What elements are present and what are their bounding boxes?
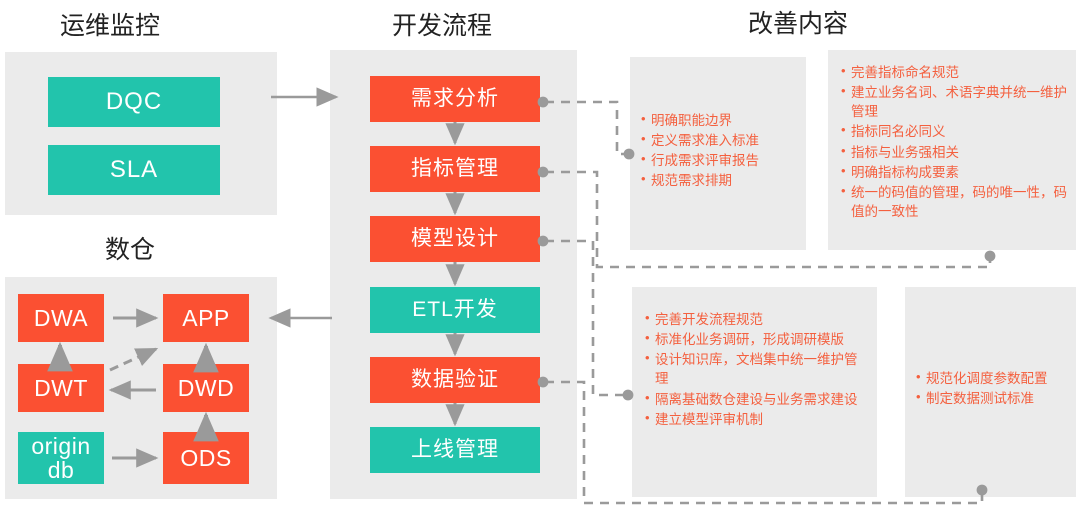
list-item: 指标同名必同义 bbox=[840, 121, 1068, 141]
improve-box-verification-list: 规范化调度参数配置 制定数据测试标准 bbox=[915, 368, 1068, 408]
dw-node-origin-db-label-line1: origin bbox=[31, 432, 91, 459]
dw-node-ods[interactable]: ODS bbox=[163, 432, 249, 484]
list-item: 建立业务名词、术语字典并统一维护管理 bbox=[840, 82, 1068, 121]
dev-step-requirement-analysis[interactable]: 需求分析 bbox=[370, 76, 540, 122]
dw-node-app[interactable]: APP bbox=[163, 294, 249, 342]
improve-box-metric: 完善指标命名规范 建立业务名词、术语字典并统一维护管理 指标同名必同义 指标与业… bbox=[828, 50, 1076, 250]
dev-step-release-management-label: 上线管理 bbox=[411, 437, 499, 461]
list-item: 指标与业务强相关 bbox=[840, 142, 1068, 162]
dw-node-ods-label: ODS bbox=[180, 444, 232, 471]
improve-box-model-dev: 完善开发流程规范 标准化业务调研，形成调研模版 设计知识库，文档集中统一维护管理… bbox=[632, 287, 877, 497]
improve-box-metric-list: 完善指标命名规范 建立业务名词、术语字典并统一维护管理 指标同名必同义 指标与业… bbox=[840, 62, 1068, 221]
dev-step-metric-management[interactable]: 指标管理 bbox=[370, 146, 540, 192]
list-item: 完善开发流程规范 bbox=[644, 309, 867, 329]
dev-step-data-verification[interactable]: 数据验证 bbox=[370, 357, 540, 403]
dw-node-dwt[interactable]: DWT bbox=[18, 364, 104, 412]
dw-node-dwa-label: DWA bbox=[33, 304, 89, 331]
dev-step-requirement-analysis-label: 需求分析 bbox=[411, 86, 499, 110]
heading-dev: 开发流程 bbox=[392, 12, 493, 40]
list-item: 统一的码值的管理，码的唯一性，码值的一致性 bbox=[840, 182, 1068, 221]
dw-node-origin-db[interactable]: origin db bbox=[18, 432, 104, 484]
list-item: 隔离基础数仓建设与业务需求建设 bbox=[644, 389, 867, 409]
improve-box-requirement: 明确职能边界 定义需求准入标准 行成需求评审报告 规范需求排期 bbox=[630, 57, 806, 250]
dev-step-model-design-label: 模型设计 bbox=[411, 226, 499, 250]
list-item: 明确指标构成要素 bbox=[840, 162, 1068, 182]
dw-node-dwa[interactable]: DWA bbox=[18, 294, 104, 342]
dw-node-dwd[interactable]: DWD bbox=[163, 364, 249, 412]
list-item: 标准化业务调研，形成调研模版 bbox=[644, 329, 867, 349]
improve-box-requirement-list: 明确职能边界 定义需求准入标准 行成需求评审报告 规范需求排期 bbox=[640, 110, 798, 191]
dw-node-dwt-label: DWT bbox=[34, 374, 88, 401]
dev-step-data-verification-label: 数据验证 bbox=[411, 367, 499, 391]
list-item: 建立模型评审机制 bbox=[644, 409, 867, 429]
improve-box-model-dev-list: 完善开发流程规范 标准化业务调研，形成调研模版 设计知识库，文档集中统一维护管理… bbox=[644, 309, 867, 429]
dev-step-etl-development[interactable]: ETL开发 bbox=[370, 287, 540, 333]
dw-node-app-label: APP bbox=[182, 304, 230, 331]
dev-step-metric-management-label: 指标管理 bbox=[411, 156, 499, 180]
heading-dw: 数仓 bbox=[105, 236, 156, 264]
dev-step-release-management[interactable]: 上线管理 bbox=[370, 427, 540, 473]
ops-node-dqc[interactable]: DQC bbox=[48, 77, 220, 127]
heading-improve: 改善内容 bbox=[748, 10, 849, 38]
list-item: 设计知识库，文档集中统一维护管理 bbox=[644, 349, 867, 388]
dev-step-etl-development-label: ETL开发 bbox=[412, 297, 498, 321]
dw-node-origin-db-label-line2: db bbox=[47, 457, 75, 483]
dw-node-dwd-label: DWD bbox=[177, 374, 235, 401]
dev-step-model-design[interactable]: 模型设计 bbox=[370, 216, 540, 262]
heading-ops: 运维监控 bbox=[60, 12, 161, 40]
list-item: 完善指标命名规范 bbox=[840, 62, 1068, 82]
ops-node-sla-label: SLA bbox=[109, 156, 159, 184]
list-item: 行成需求评审报告 bbox=[640, 150, 798, 170]
list-item: 制定数据测试标准 bbox=[915, 388, 1068, 408]
list-item: 明确职能边界 bbox=[640, 110, 798, 130]
list-item: 定义需求准入标准 bbox=[640, 130, 798, 150]
ops-node-sla[interactable]: SLA bbox=[48, 145, 220, 195]
list-item: 规范化调度参数配置 bbox=[915, 368, 1068, 388]
list-item: 规范需求排期 bbox=[640, 170, 798, 190]
improve-box-verification: 规范化调度参数配置 制定数据测试标准 bbox=[905, 287, 1076, 497]
ops-node-dqc-label: DQC bbox=[105, 88, 163, 116]
